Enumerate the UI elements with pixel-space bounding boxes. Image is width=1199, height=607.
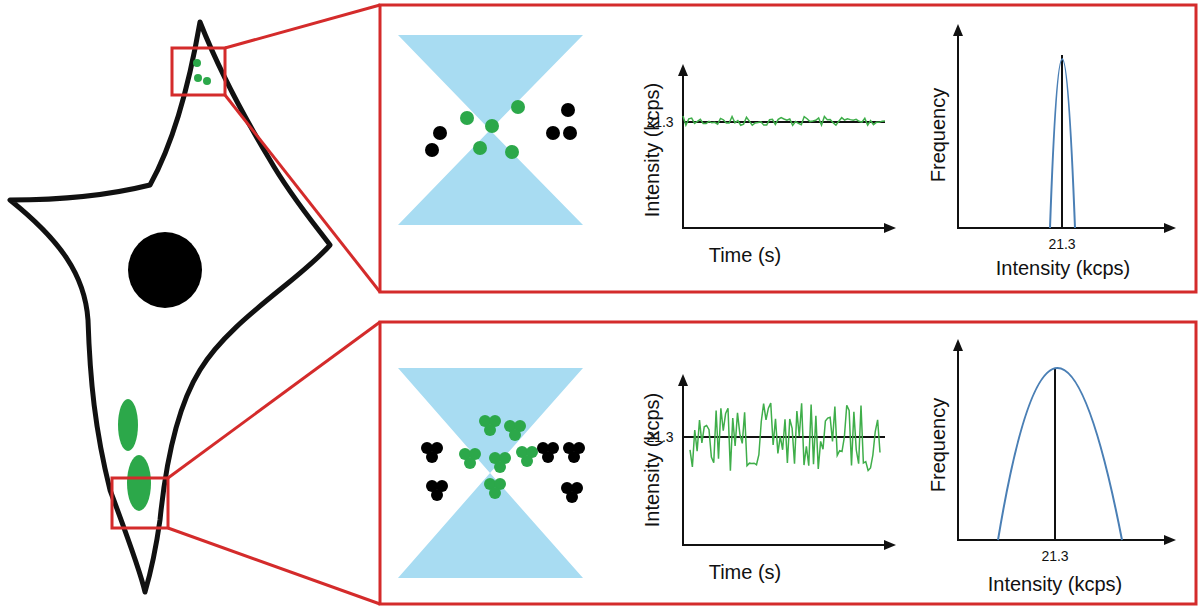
monomer-particles	[511, 100, 525, 114]
oligomer	[464, 457, 476, 469]
high-noise-trace	[690, 403, 880, 471]
mean-lines	[1061, 55, 1063, 228]
oligomer	[521, 455, 533, 467]
small-green-particles	[193, 59, 201, 67]
zoom-boxes	[225, 95, 380, 292]
oligomer	[431, 489, 443, 501]
small-green-particles	[194, 74, 202, 82]
oligomer	[489, 452, 511, 473]
oligomer	[504, 420, 526, 441]
axis-title: Intensity (kcps)	[988, 574, 1122, 594]
oligomer	[426, 480, 448, 501]
axis-arrowheads	[678, 64, 688, 76]
oligomer	[509, 429, 521, 441]
axis-arrowheads	[1164, 223, 1176, 233]
tick-label: 21.3	[646, 430, 673, 444]
zoom-boxes	[168, 528, 380, 604]
oligomer	[484, 424, 496, 436]
low-noise-trace	[683, 116, 885, 125]
oligomer	[421, 442, 443, 463]
chart-axes	[958, 345, 1170, 540]
axis-arrowheads	[678, 374, 688, 386]
monomer-particles	[485, 119, 499, 133]
monomer-particles	[505, 145, 519, 159]
zoom-boxes	[112, 5, 1196, 604]
axis-title: Time (s)	[709, 245, 782, 265]
oligomer	[459, 448, 481, 469]
focal-volume	[398, 35, 583, 578]
monomer-particles	[546, 126, 560, 140]
green-condensates	[118, 399, 138, 451]
axis-title: Time (s)	[709, 562, 782, 582]
monomer-particles	[561, 103, 575, 117]
oligomer	[566, 491, 578, 503]
histogram-curves	[1050, 59, 1075, 228]
oligomer	[484, 478, 506, 499]
small-green-particles	[193, 59, 211, 85]
histogram-curves	[998, 59, 1122, 540]
monomer-particles	[433, 126, 447, 140]
green-condensates	[127, 455, 151, 511]
mean-lines	[1054, 368, 1056, 540]
monomer-particles	[473, 141, 487, 155]
tick-label: 21.3	[646, 115, 673, 129]
oligomer	[426, 451, 438, 463]
axis-arrowheads	[953, 24, 963, 36]
oligomer	[542, 451, 554, 463]
monomer-particles	[425, 143, 439, 157]
axis-arrowheads	[884, 540, 896, 550]
chart-axes	[683, 380, 890, 545]
histogram-curves	[998, 368, 1122, 540]
monomer-particles	[460, 100, 525, 159]
tick-label: 21.3	[1048, 237, 1075, 251]
oligomer	[561, 482, 583, 503]
focal-volume	[398, 368, 583, 578]
axis-title: Frequency	[928, 398, 948, 493]
monomer-particles	[460, 111, 474, 125]
intensity-traces	[683, 116, 885, 471]
cell	[10, 22, 330, 592]
axis-title: Intensity (kcps)	[996, 258, 1130, 278]
focal-volume	[398, 35, 583, 225]
cell-outline	[10, 22, 330, 592]
oligomer	[537, 442, 559, 463]
zoom-boxes	[168, 322, 380, 478]
axis-arrowheads	[953, 339, 963, 351]
monomer-particles	[425, 100, 577, 159]
axis-title: Frequency	[928, 88, 948, 183]
zoom-boxes	[380, 322, 1196, 604]
oligomer	[489, 487, 501, 499]
mean-lines	[683, 55, 1062, 540]
oligomer	[516, 446, 538, 467]
nucleus	[128, 232, 202, 308]
axis-arrowheads	[1164, 535, 1176, 545]
small-green-particles	[203, 77, 211, 85]
green-condensates	[118, 399, 151, 511]
zoom-boxes	[172, 48, 225, 95]
zoom-boxes	[380, 5, 1196, 292]
oligomer	[494, 461, 506, 473]
axis-arrowheads	[678, 24, 1176, 550]
chart-axes	[683, 70, 890, 228]
oligomer	[563, 442, 585, 463]
axis-arrowheads	[884, 223, 896, 233]
zoom-boxes	[225, 5, 380, 48]
zoom-boxes	[112, 478, 168, 528]
oligomer-particles	[421, 415, 585, 503]
monomer-particles	[425, 103, 577, 157]
oligomer	[568, 451, 580, 463]
oligomer	[479, 415, 501, 436]
chart-axes	[958, 30, 1170, 228]
axis-title: Intensity (kcps)	[642, 83, 662, 217]
axis-title: Intensity (kcps)	[642, 393, 662, 527]
monomer-particles	[563, 126, 577, 140]
chart-axes	[683, 30, 1170, 545]
tick-label: 21.3	[1041, 549, 1068, 563]
